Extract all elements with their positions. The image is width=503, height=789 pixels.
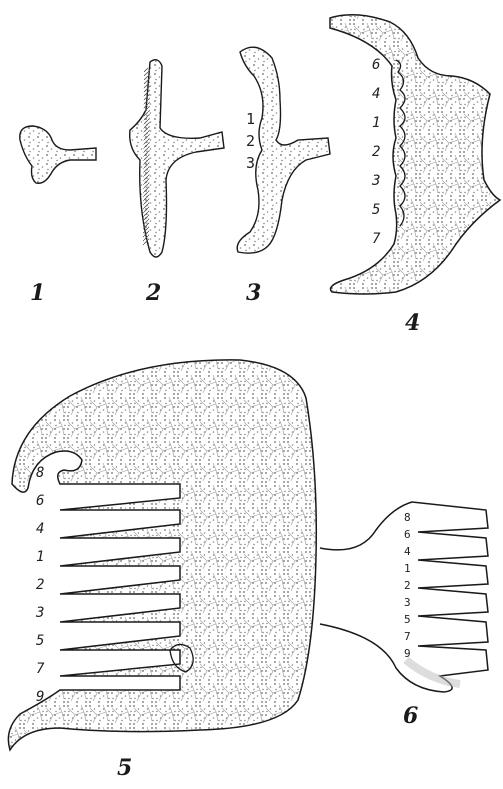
inner-label: 4 [36,522,44,536]
figure-label-2: 2 [146,282,161,304]
figure-5-inner-labels: 8 6 4 1 2 3 5 7 9 [36,466,44,704]
inner-label: 2 [404,580,411,591]
inner-label: 2 [36,578,44,592]
inner-label: 3 [36,606,44,620]
inner-label: 4 [372,87,380,101]
figure-6-inner-labels: 8 6 4 1 2 3 5 7 9 [404,512,411,659]
inner-label: 3 [372,174,380,188]
figure-label-3: 3 [246,282,261,304]
inner-label: 1 [246,112,255,127]
inner-label: 6 [404,529,411,540]
figure-label-6: 6 [403,705,418,727]
inner-label: 9 [404,648,411,659]
inner-label: 2 [372,145,380,159]
figure-label-1: 1 [30,282,45,304]
inner-label: 9 [36,690,44,704]
inner-label: 5 [36,634,44,648]
figure-5-drawing [8,360,316,750]
inner-label: 4 [404,546,411,557]
inner-label: 3 [246,156,255,171]
figure-4-drawing [330,15,500,294]
inner-label: 7 [404,631,411,642]
inner-label: 2 [246,134,255,149]
inner-label: 8 [36,466,44,480]
figure-label-5: 5 [117,757,132,779]
inner-label: 7 [36,662,44,676]
inner-label: 3 [404,597,411,608]
figure-label-4: 4 [405,312,420,334]
inner-label: 1 [404,563,411,574]
figure-2-drawing [130,60,224,257]
inner-label: 5 [404,614,411,625]
inner-label: 1 [36,550,44,564]
inner-label: 6 [36,494,44,508]
inner-label: 6 [372,58,380,72]
figure-3-inner-labels: 1 2 3 [246,112,255,171]
inner-label: 1 [372,116,380,130]
inner-label: 8 [404,512,411,523]
figure-1-drawing [20,126,96,183]
inner-label: 5 [372,203,380,217]
figure-4-inner-labels: 6 4 1 2 3 5 7 [372,58,380,246]
inner-label: 7 [372,232,380,246]
